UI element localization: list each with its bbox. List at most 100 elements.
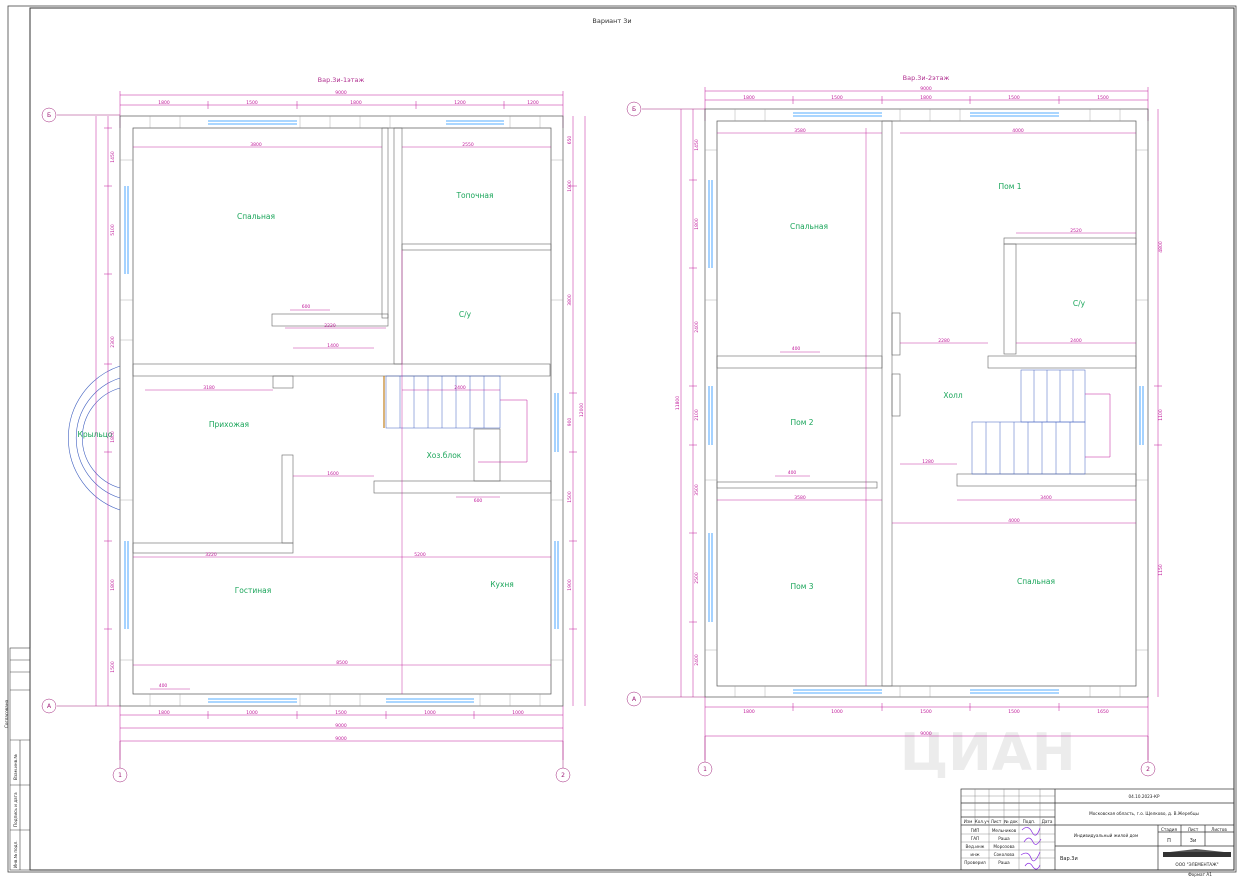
porch-arcs — [68, 365, 121, 511]
dim-bottom-2: 1500 — [920, 709, 932, 715]
dim-inner-2: 4000 — [1012, 128, 1024, 134]
room-label: Пом 1 — [998, 182, 1021, 191]
axis-lines-2 — [626, 101, 1156, 777]
stamp-sheet-name: Вар.3и — [1060, 856, 1078, 862]
axis-label: 1 — [703, 766, 707, 773]
sheet-title: Вариант 3и — [592, 17, 631, 25]
room-label: Пом 3 — [790, 582, 813, 591]
stair-outline-2 — [1085, 393, 1111, 458]
dim-left-1: 2300 — [110, 336, 116, 348]
dim-top-2: 1500 — [1008, 95, 1020, 101]
dim-left-2: 2500 — [694, 572, 700, 584]
inner-dims-lines-1 — [133, 146, 551, 694]
walls-interior-1 — [132, 127, 552, 554]
dim-left-2: 2100 — [694, 409, 700, 421]
dim-top-1: 1200 — [454, 100, 466, 106]
stamp-stage-header: Стадия — [1161, 827, 1178, 832]
dim-right-total-1: 12000 — [579, 403, 585, 417]
dim-right-1: 900 — [567, 418, 573, 427]
axis-label: 2 — [1146, 766, 1150, 773]
floor-plan-1: Вар.3и-1этаж 9000 1800 1500 1800 1200 12… — [41, 76, 586, 783]
outer-frame — [7, 5, 1237, 873]
dim-top-1: 1800 — [350, 100, 362, 106]
dim-inner-1: 3800 — [250, 142, 262, 148]
room-label: Топочная — [455, 191, 493, 200]
dim-inner-2: 3580 — [794, 495, 806, 501]
dim-bottom-1: 1000 — [512, 710, 524, 716]
walls-outer-1 — [119, 115, 564, 707]
room-label: Пом 2 — [790, 418, 813, 427]
dim-inner-2: 2400 — [1070, 338, 1082, 344]
dim-inner-2: 2520 — [1070, 228, 1082, 234]
dim-inner-2: 4000 — [1008, 518, 1020, 524]
dim-overall-top-2: 9000 — [920, 86, 932, 92]
watermark: ЦИАН — [900, 723, 1076, 783]
dim-right-2: 1100 — [1158, 409, 1164, 421]
dim-chain-left-1 — [95, 116, 112, 706]
stamp-col-header: Дата — [1042, 819, 1053, 824]
stamp-role: инж — [970, 852, 979, 857]
stamp-address: Московская область, г.о. Щелково, д. В.Ж… — [1089, 811, 1199, 816]
dim-inner-1: 2400 — [454, 385, 466, 391]
stamp-person: Соколова — [994, 852, 1015, 857]
dim-left-2: 2400 — [694, 321, 700, 333]
dim-top-2: 1800 — [920, 95, 932, 101]
stamp-stage-value: 3и — [1190, 838, 1196, 844]
windows-2 — [708, 112, 1144, 694]
dim-inner-1: 400 — [159, 683, 168, 689]
dim-overall-bottom-2: 9000 — [920, 731, 932, 737]
axis-label: А — [47, 703, 52, 710]
dim-bottom-1: 1000 — [246, 710, 258, 716]
dim-top-2: 1500 — [831, 95, 843, 101]
dim-inner-2: 2280 — [938, 338, 950, 344]
dim-inner-1: 1400 — [327, 343, 339, 349]
dim-left-1: 1800 — [110, 431, 116, 443]
dim-chain-left-2 — [680, 109, 697, 697]
dim-inner-1: 600 — [302, 304, 311, 310]
sheet-format: Формат А1 — [1188, 872, 1212, 877]
dim-top-1: 1200 — [527, 100, 539, 106]
dim-bottom-1: 1800 — [158, 710, 170, 716]
room-label: Спальная — [237, 212, 275, 221]
stamp-person: Морозова — [993, 844, 1015, 849]
dim-left-2: 3500 — [694, 484, 700, 496]
stamp-role: ГИП — [971, 828, 980, 833]
stair-1 — [385, 375, 501, 429]
dim-inner-2: 400 — [792, 346, 801, 352]
dim-chain-top-2 — [704, 87, 1149, 121]
dim-inner-2: 3400 — [1040, 495, 1052, 501]
room-label: Прихожая — [209, 420, 249, 429]
stamp-project: Индивидуальный жилой дом — [1074, 833, 1138, 838]
stamp-stage-header: Листов — [1211, 827, 1227, 832]
dim-bottom-1: 1500 — [335, 710, 347, 716]
dim-top-1: 1800 — [158, 100, 170, 106]
plan-title-1: Вар.3и-1этаж — [318, 76, 365, 84]
dim-top-1: 1500 — [246, 100, 258, 106]
dim-inner-1: 2220 — [324, 323, 336, 329]
dim-right-1: 1500 — [567, 491, 573, 503]
dim-left-1: 1500 — [110, 661, 116, 673]
axis-label: Б — [632, 106, 636, 113]
stamp-role: ГАП — [971, 836, 980, 841]
dim-overall-top-1: 9000 — [335, 90, 347, 96]
axis-label: 2 — [561, 772, 565, 779]
inner-dims-lines-2 — [717, 128, 1136, 686]
axis-lines-1 — [41, 107, 571, 783]
stamp-stage-value: П — [1167, 838, 1171, 844]
dim-left-2: 1800 — [694, 218, 700, 230]
stair-2 — [971, 369, 1086, 475]
dim-chain-bottom-1 — [119, 706, 564, 760]
title-block: 04.10.2023-КР Московская область, г.о. Щ… — [960, 788, 1235, 877]
dim-bottom-2: 1650 — [1097, 709, 1109, 715]
dim-left-total-2: 11800 — [675, 396, 681, 410]
dim-chain-right-1 — [569, 116, 586, 706]
walls-outer-2 — [704, 108, 1149, 698]
windows-1 — [124, 120, 559, 703]
room-label: Крыльцо — [78, 430, 113, 439]
side-label-replacement: Взам.инв.№ — [13, 754, 18, 780]
room-label: Спальная — [790, 222, 828, 231]
dim-chain-right-2 — [1154, 109, 1162, 697]
dim-right-1: 1900 — [567, 579, 573, 591]
dim-overall-bottom-1: 9000 — [335, 736, 347, 742]
dim-bottom-2: 1000 — [831, 709, 843, 715]
